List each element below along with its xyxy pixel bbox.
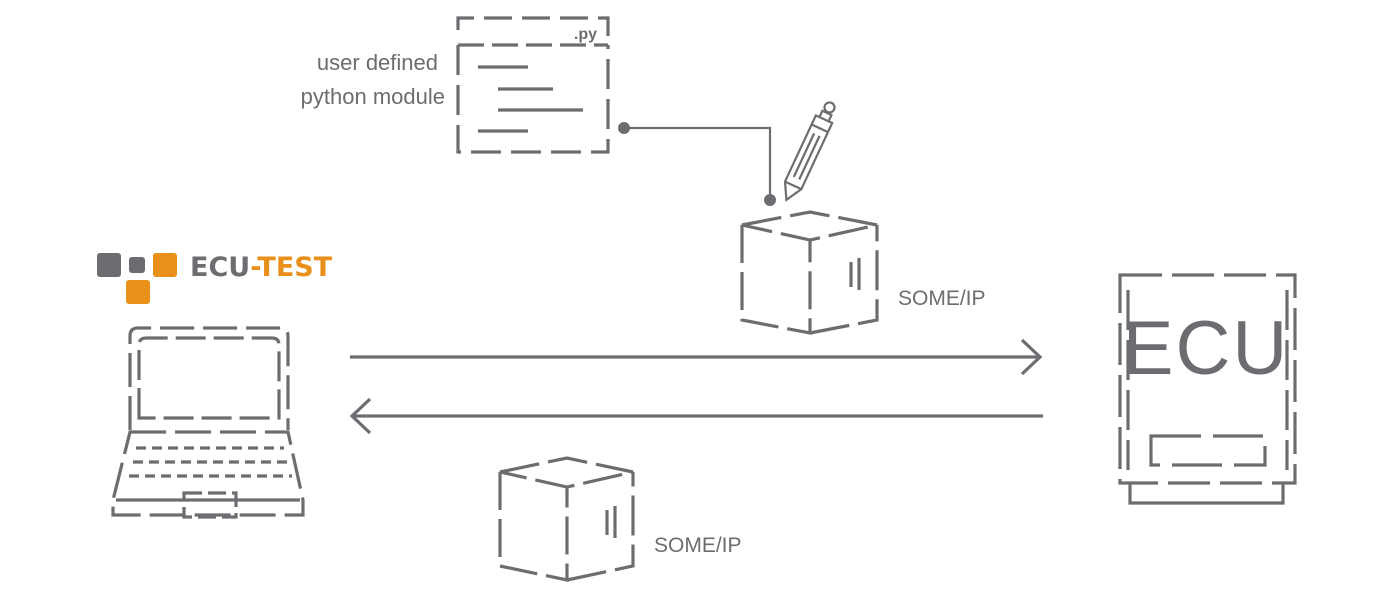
brand-name-part2: -TEST xyxy=(250,252,333,283)
package-icon xyxy=(498,456,635,582)
python-module-icon xyxy=(456,16,610,154)
arrow-left-icon xyxy=(349,397,1043,435)
package-bottom-label: SOME/IP xyxy=(654,534,742,557)
ecu-test-logo xyxy=(97,253,177,304)
ecu-label: ECU xyxy=(1123,306,1289,391)
brand-name: ECU-TEST xyxy=(190,252,333,283)
arrow-right-icon xyxy=(350,338,1043,376)
ecu-device-icon xyxy=(1118,273,1297,505)
pen-icon xyxy=(783,101,836,202)
package-top-label: SOME/IP xyxy=(898,287,986,310)
module-file-ext: .py xyxy=(574,26,597,43)
module-label-line1: user defined xyxy=(317,50,438,75)
module-connector xyxy=(618,122,776,206)
brand-name-part1: ECU xyxy=(190,252,250,283)
module-label-line2: python module xyxy=(301,84,445,109)
package-icon xyxy=(740,210,879,335)
laptop-icon xyxy=(111,326,305,519)
